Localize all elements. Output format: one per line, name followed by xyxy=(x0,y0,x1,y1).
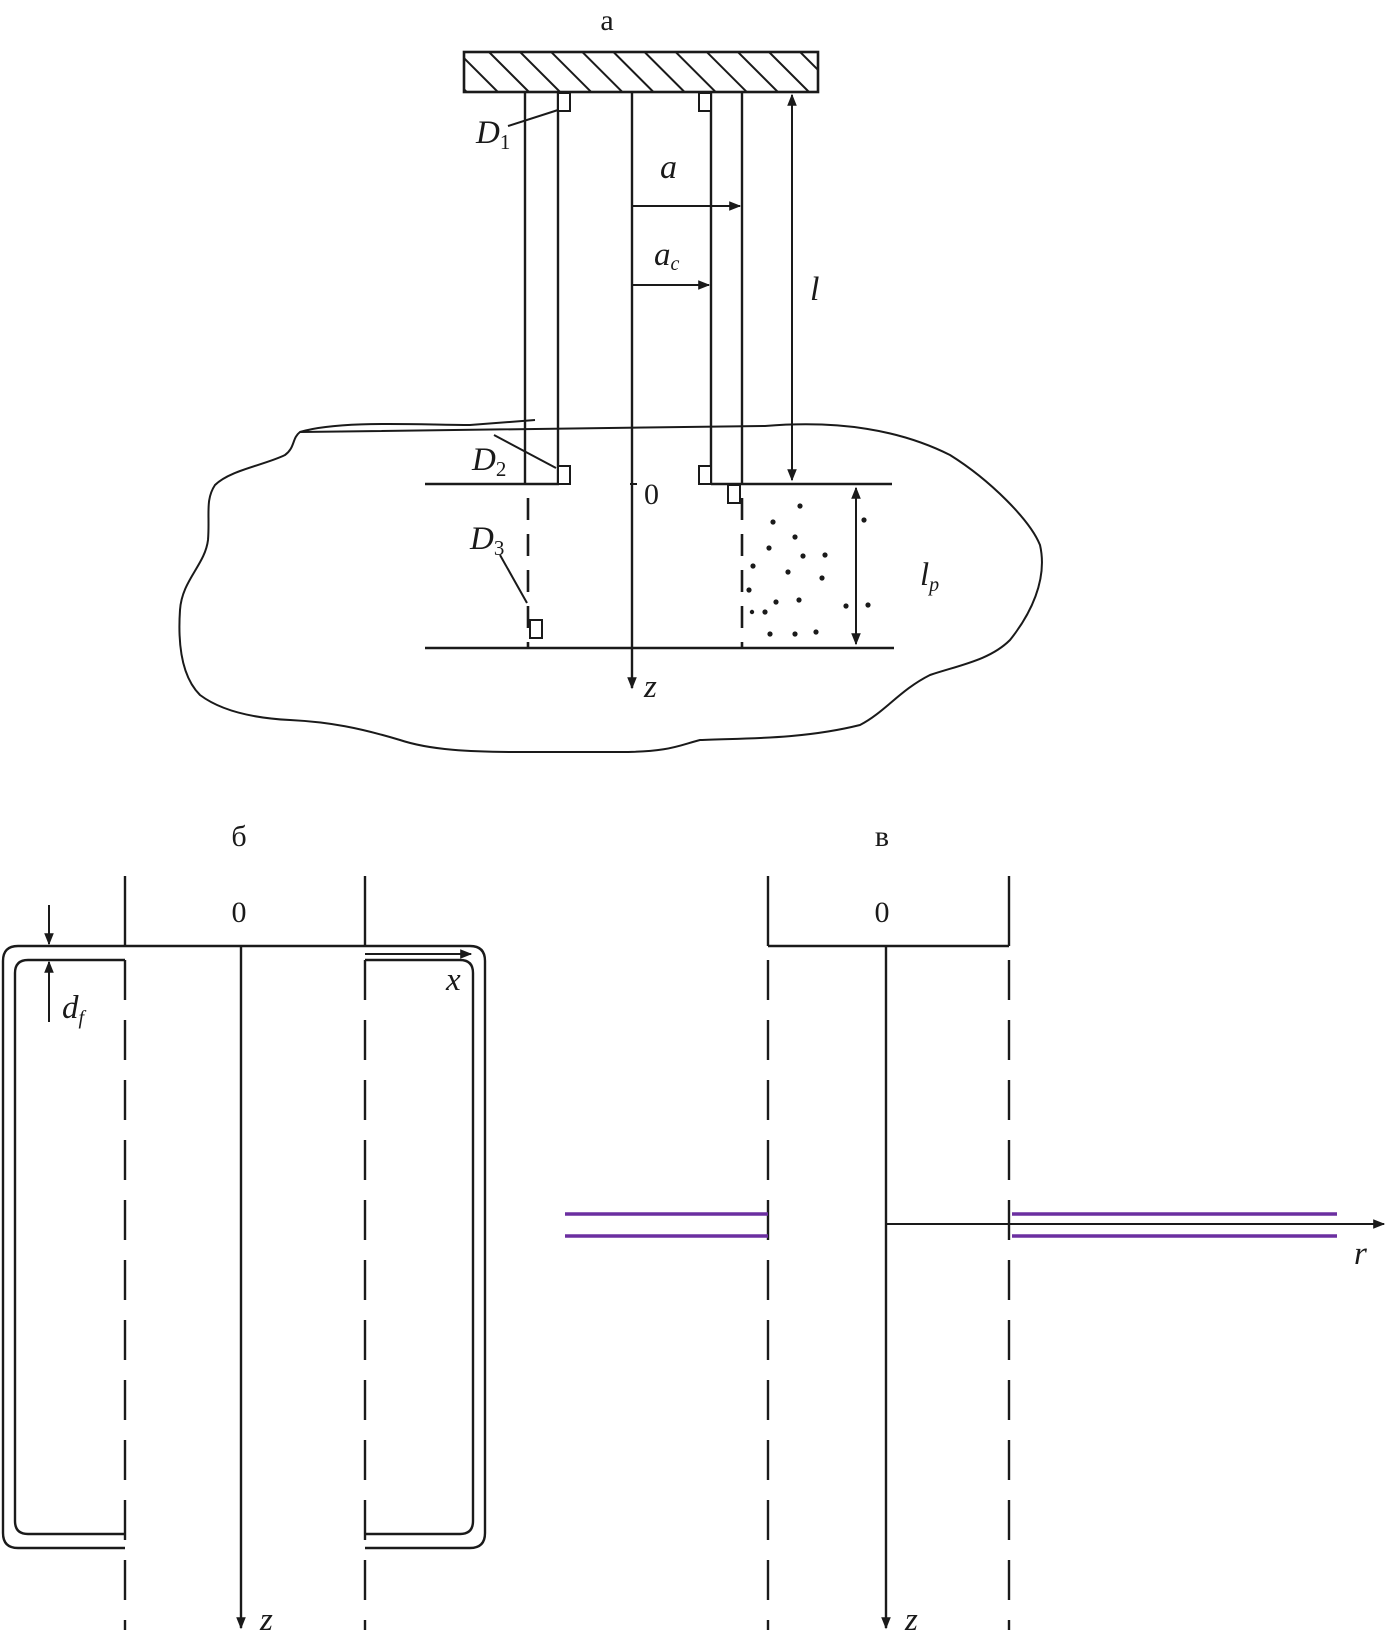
fracture-loop-inner xyxy=(13,958,475,1536)
sensor-right-top xyxy=(698,92,712,112)
lp-label: lp xyxy=(920,557,939,596)
porous-zone-dots xyxy=(746,503,871,637)
r-label: r xyxy=(1354,1236,1367,1272)
ac-label: ac xyxy=(654,237,680,275)
panel-b: б 0 x df z xyxy=(1,820,487,1636)
sensor-D2-left xyxy=(557,465,571,485)
D1-label: D1 xyxy=(475,115,510,154)
sensor-right-bottom xyxy=(698,465,712,485)
panel-a: а xyxy=(178,4,1043,753)
z-label-c: z xyxy=(904,1602,918,1636)
a-label: a xyxy=(660,149,677,186)
panel-c-title: в xyxy=(875,820,889,853)
panel-a-title: а xyxy=(600,4,613,37)
sensor-below-right xyxy=(727,484,741,504)
top-plate xyxy=(462,50,820,94)
panel-b-title: б xyxy=(231,820,246,853)
D3-leader xyxy=(499,554,528,604)
D3-label: D3 xyxy=(469,521,504,560)
zero-label-a: 0 xyxy=(644,478,659,511)
zero-label-c: 0 xyxy=(875,896,890,929)
panel-c: в 0 r z xyxy=(565,820,1386,1636)
D1-leader xyxy=(507,109,559,127)
z-label-b: z xyxy=(259,1602,273,1636)
l-label: l xyxy=(810,271,819,308)
zero-label-b: 0 xyxy=(232,896,247,929)
D2-label: D2 xyxy=(471,442,506,481)
df-label: df xyxy=(62,990,87,1029)
D2-leader xyxy=(493,434,557,469)
fracture-loop-outer xyxy=(1,944,487,1550)
soil-boundary xyxy=(178,419,1043,753)
x-label: x xyxy=(445,962,461,998)
sensor-D1-left xyxy=(557,92,571,112)
z-label-a: z xyxy=(643,669,657,705)
sensor-D3 xyxy=(529,619,543,639)
